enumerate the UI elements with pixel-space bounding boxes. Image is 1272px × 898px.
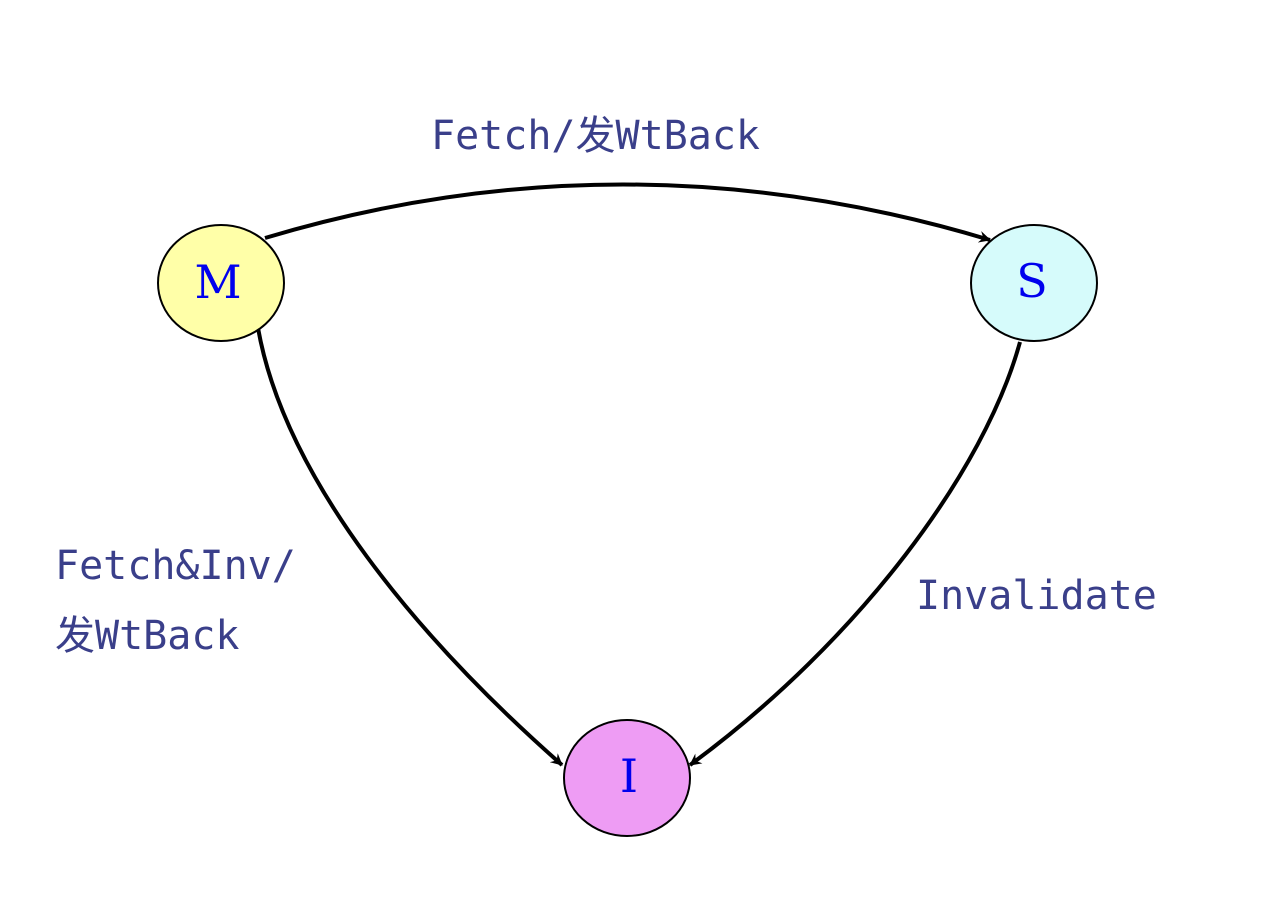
edge-m-to-i (256, 327, 564, 767)
state-node-m-circle (157, 224, 285, 342)
edge-m-to-s-label: Fetch/发WtBack (431, 113, 760, 159)
state-node-m: M (157, 224, 285, 342)
state-node-s: S (970, 224, 1098, 342)
edge-m-to-s (264, 182, 991, 243)
state-node-s-label: S (1016, 254, 1048, 308)
edge-m-to-i-label-line1: Fetch&Inv/ (55, 543, 296, 589)
state-node-i-circle (563, 719, 691, 837)
edge-s-to-i (688, 341, 1022, 767)
state-node-i-label: I (620, 749, 638, 803)
state-node-i: I (563, 719, 691, 837)
state-node-m-label: M (194, 255, 241, 309)
state-node-s-circle (970, 224, 1098, 342)
edge-s-to-i-label: Invalidate (916, 573, 1157, 619)
edge-m-to-i-label-line2: 发WtBack (55, 613, 240, 659)
